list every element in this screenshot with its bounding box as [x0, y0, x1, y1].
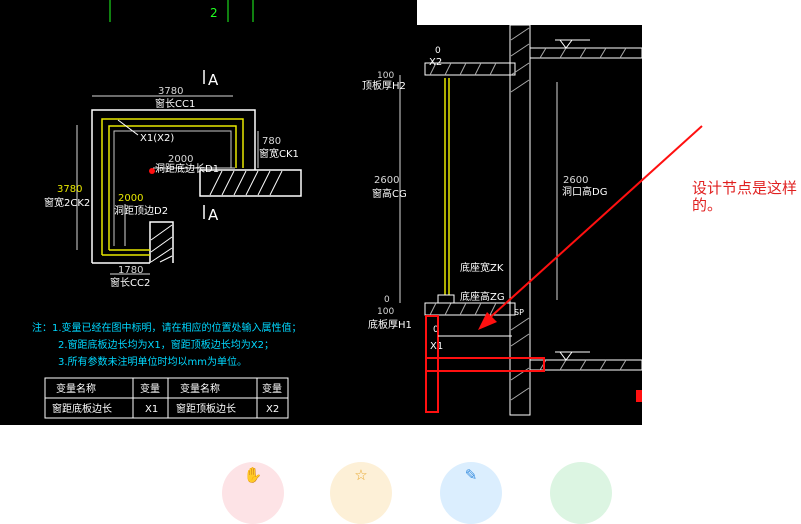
- feather-icon: ✎: [464, 466, 478, 484]
- window-height-value: 2600: [374, 175, 399, 186]
- reaction-toolbar: ✋ ☆ ✎: [0, 458, 801, 524]
- table-header: 变量名称: [56, 382, 96, 395]
- bottom-zero: 0: [384, 295, 390, 305]
- table-header: 变量: [140, 382, 160, 395]
- bottom-thickness-label: 底板厚H1: [368, 318, 412, 331]
- cad-drawing: 2 A A 3780 窗长CC1 X1(X2): [0, 0, 703, 425]
- d1-value: 2000: [168, 154, 193, 165]
- dim-left-value: 3780: [57, 184, 82, 195]
- table-cell: X2: [266, 404, 279, 415]
- hatch: [429, 47, 627, 76]
- star-button[interactable]: ☆: [330, 462, 392, 524]
- dim-bottom-value: 1780: [118, 265, 143, 276]
- section-mark-bottom: A: [208, 206, 219, 224]
- top-slab: [424, 62, 516, 76]
- dim-right-label: 窗宽CK1: [259, 147, 299, 160]
- opening-height-value: 2600: [563, 175, 588, 186]
- wall-outline-inner: [149, 221, 174, 263]
- sill-height-label: 底座高ZG: [460, 290, 505, 303]
- ok-hand-button[interactable]: ✋: [222, 462, 284, 524]
- table-cell: 窗距顶板边长: [176, 402, 236, 415]
- variable-table: 变量名称 变量 变量名称 变量 窗距底板边长 X1 窗距顶板边长 X2: [44, 377, 289, 419]
- x1-label: X1: [430, 341, 443, 352]
- window-frame-inner: [108, 125, 237, 250]
- dim-top-label: 窗长CC1: [155, 97, 195, 110]
- plan-view: 2 A A 3780 窗长CC1 X1(X2): [44, 0, 302, 289]
- star-icon: ☆: [354, 466, 368, 484]
- window-frame-inner2: [113, 130, 232, 246]
- dim-bottom-label: 窗长CC2: [110, 276, 150, 289]
- section-view: 0 X2 100 顶板厚H2 2600 窗高CG 2600 洞口高DG 底座宽Z…: [362, 24, 643, 416]
- sill-width-label: 底座宽ZK: [460, 261, 504, 274]
- hatch: [209, 170, 283, 196]
- bottom-thickness-value: 100: [377, 307, 394, 317]
- x2-label: X2: [429, 57, 442, 68]
- opening-height-label: 洞口高DG: [562, 185, 607, 198]
- wall-outline-outer: [91, 109, 256, 263]
- dim-top-value: 3780: [158, 86, 183, 97]
- d2-value: 2000: [118, 193, 143, 204]
- annotation-text: 设计节点是这样的。: [692, 179, 798, 214]
- dim-right-value: 780: [262, 136, 281, 147]
- bottom-slab: [424, 302, 516, 316]
- corner-mark: [636, 390, 642, 402]
- top-thickness-value: 100: [377, 71, 394, 81]
- bottom-tag: SP: [514, 308, 524, 317]
- table-header: 变量: [262, 382, 282, 395]
- highlight-box-horizontal: [425, 357, 545, 372]
- table-cell: 窗距底板边长: [52, 402, 112, 415]
- note-line-1: 注：1.变量已经在图中标明，请在相应的位置处输入属性值；: [32, 321, 302, 334]
- notes: 注：1.变量已经在图中标明，请在相应的位置处输入属性值； 2.窗距底板边长均为X…: [32, 321, 302, 368]
- sill: [437, 294, 455, 304]
- leader-line: [117, 119, 139, 136]
- window-height-label: 窗高CG: [372, 187, 407, 200]
- window-frame-outer: [101, 118, 244, 255]
- ok-hand-icon: ✋: [243, 466, 263, 484]
- note-line-3: 3.所有参数未注明单位时均以mm为单位。: [58, 355, 247, 368]
- x1x2-label: X1(X2): [140, 133, 174, 144]
- section-mark-top: A: [208, 71, 219, 89]
- share-button[interactable]: [550, 462, 612, 524]
- table-cell: X1: [145, 404, 158, 415]
- vertical-wall: [509, 24, 531, 416]
- top-thickness-label: 顶板厚H2: [362, 79, 406, 92]
- insert-point: [149, 168, 155, 174]
- table-header: 变量名称: [180, 382, 220, 395]
- dim-left-label: 窗宽2CK2: [44, 196, 90, 209]
- d2-label: 洞距顶边D2: [114, 205, 168, 217]
- grid-label: 2: [210, 6, 218, 20]
- hatch: [150, 224, 173, 263]
- red-arrow: [478, 125, 703, 330]
- right-wall-slab: [199, 169, 302, 197]
- x1-value: 0: [433, 325, 439, 335]
- note-line-2: 2.窗距底板边长均为X1，窗距顶板边长均为X2；: [58, 338, 274, 351]
- x2-value: 0: [435, 46, 441, 56]
- d1-label: 洞距底边长D1: [155, 162, 219, 175]
- hatch: [429, 302, 627, 371]
- feather-button[interactable]: ✎: [440, 462, 502, 524]
- hatch: [510, 27, 530, 401]
